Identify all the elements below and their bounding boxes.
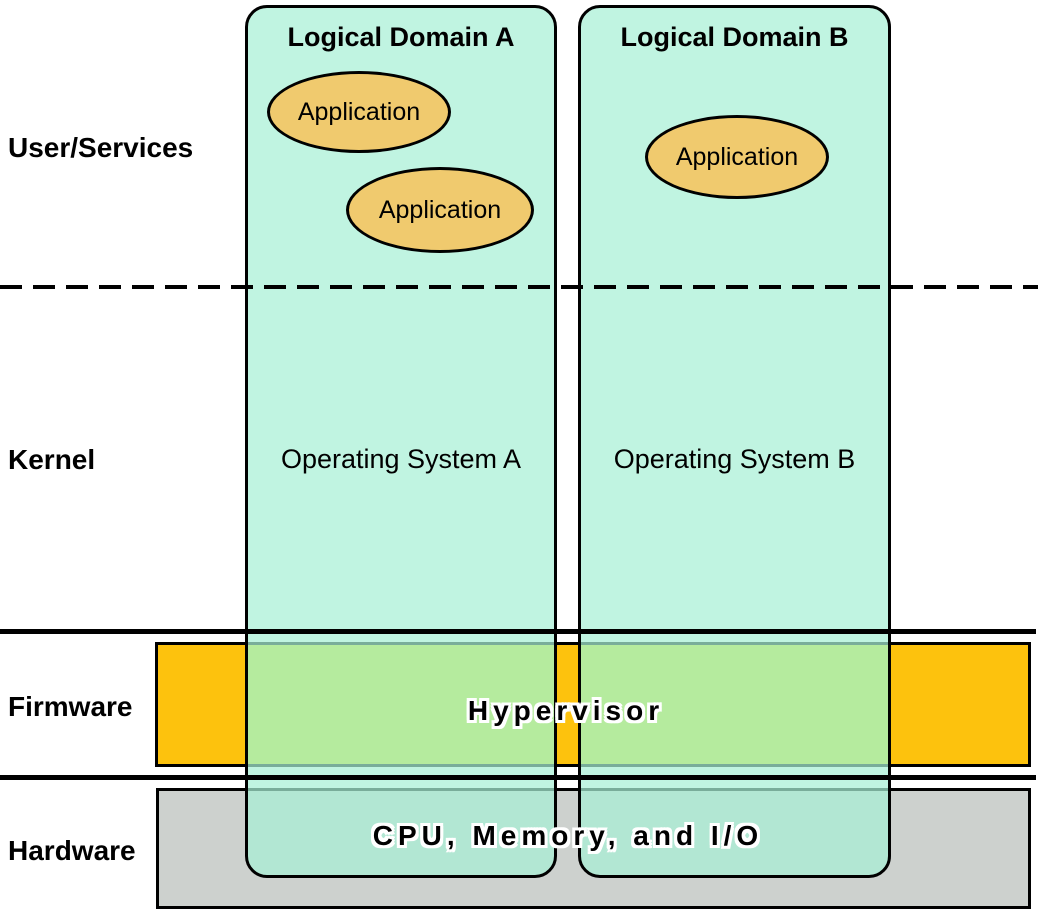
hypervisor-segment-a xyxy=(248,645,554,764)
application-ellipse: Application xyxy=(267,71,451,153)
domain-a-title: Logical Domain A xyxy=(287,22,515,52)
application-ellipse: Application xyxy=(645,115,829,199)
hypervisor-segment-b xyxy=(581,645,888,764)
application-ellipse: Application xyxy=(346,167,534,253)
hypervisor-label: Hypervisor xyxy=(467,695,665,726)
layer-label-user-services: User/Services xyxy=(8,132,194,163)
layer-label-firmware: Firmware xyxy=(8,691,133,722)
os-a-label: Operating System A xyxy=(280,444,522,474)
os-b-label: Operating System B xyxy=(613,444,856,474)
firmware-hardware-separator xyxy=(0,775,1036,780)
domain-b-title: Logical Domain B xyxy=(620,22,849,52)
application-label: Application xyxy=(297,97,421,126)
hardware-bar-label: CPU, Memory, and I/O xyxy=(372,820,764,851)
kernel-firmware-separator xyxy=(0,629,1036,634)
layer-label-kernel: Kernel xyxy=(8,444,96,475)
application-label: Application xyxy=(675,142,799,171)
layer-label-hardware: Hardware xyxy=(8,835,136,866)
user-kernel-dashed-separator xyxy=(0,285,1038,289)
application-label: Application xyxy=(378,195,502,224)
